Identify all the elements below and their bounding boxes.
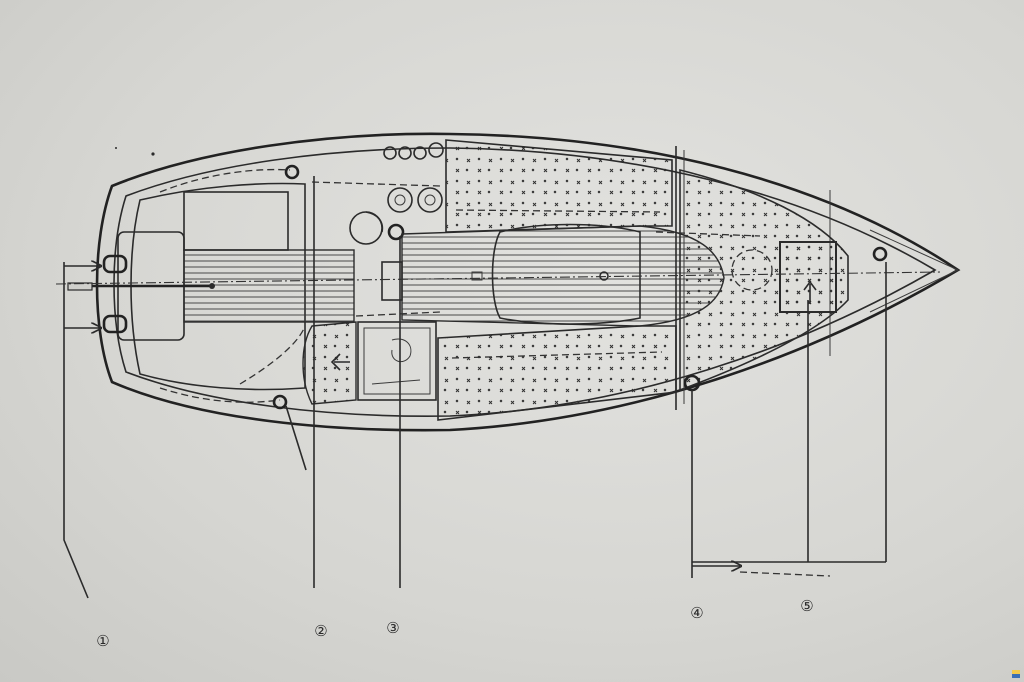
stray-mark-2	[115, 147, 117, 149]
settee-outline-lower	[355, 311, 441, 317]
galley-line	[371, 379, 421, 385]
settee-outline-upper	[311, 181, 761, 237]
cockpit-seat-upper	[183, 191, 289, 251]
hull-centerline	[55, 271, 941, 285]
hatch-pivot	[387, 223, 405, 241]
starboard-settee-back	[455, 209, 661, 213]
callout-leader-1	[63, 262, 100, 599]
port-settee-cushion	[437, 325, 677, 421]
winch-cabin-right-core	[424, 194, 436, 206]
v-berth-cushion	[679, 168, 849, 392]
sheet-line-upper	[159, 168, 291, 193]
callout-label-1: ①	[96, 632, 110, 650]
callout-label-3: ③	[386, 619, 400, 637]
hull-outline	[95, 132, 961, 432]
mast-step	[599, 271, 609, 281]
traveller-line	[239, 325, 306, 385]
anchor-well	[731, 249, 773, 291]
callout-label-5: ⑤	[800, 597, 814, 615]
forward-hatch-arrow	[803, 280, 817, 304]
port-settee-back	[451, 351, 663, 359]
callout-label-2: ②	[314, 622, 328, 640]
compass-needle	[365, 211, 384, 233]
deck-edge	[113, 147, 937, 417]
stern-cleat-upper	[102, 254, 128, 274]
instrument-gauges	[383, 142, 444, 160]
rudder-post	[209, 283, 215, 289]
stern-cleat-lower	[102, 314, 128, 334]
callout-label-4: ④	[690, 604, 704, 622]
sheet-line-lower	[159, 387, 281, 403]
winch-cabin-left-core	[394, 194, 406, 206]
bow-cleat	[872, 246, 888, 262]
stray-mark	[151, 152, 155, 156]
tiller-handle	[67, 282, 93, 291]
quarter-berth-cushion	[302, 321, 357, 405]
callout-leader-2	[285, 176, 315, 588]
cabin-fitting	[471, 271, 483, 281]
winch-starboard-aft	[272, 394, 288, 410]
galley-box	[357, 321, 437, 401]
companionway-step	[381, 261, 403, 301]
winch-cabin-left	[387, 187, 413, 213]
winch-cabin-right	[417, 187, 443, 213]
callout-leader-5	[692, 262, 887, 563]
galley-sink-sketch	[391, 338, 412, 363]
starboard-settee-cushion	[445, 139, 673, 233]
bow-forward-line	[869, 229, 960, 313]
quarter-berth-arrow	[330, 353, 350, 371]
galley-box-inner	[363, 327, 431, 395]
callout-leader-4	[691, 390, 831, 578]
corner-color-mark	[1012, 670, 1020, 678]
winch-port-aft	[284, 164, 300, 180]
